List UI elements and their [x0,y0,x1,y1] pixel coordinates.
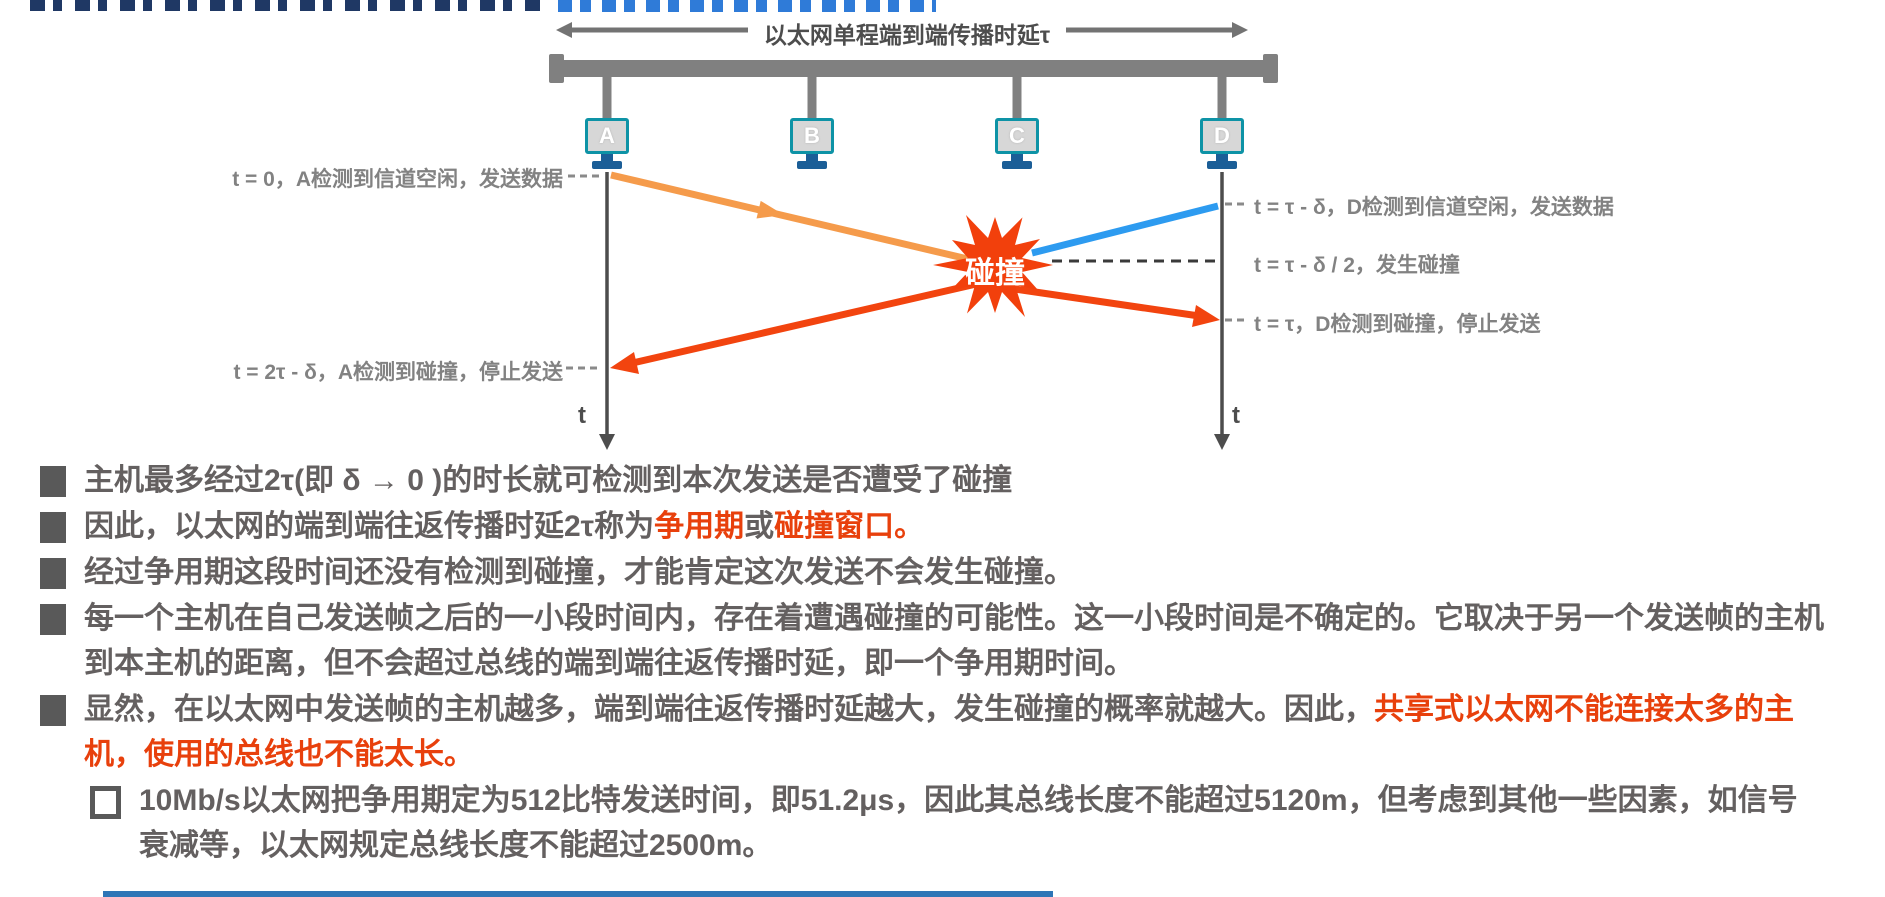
ethernet-collision-diagram [549,22,1278,450]
host-a-base [592,161,622,169]
collision-star-label: 碰撞 [965,257,1025,290]
note-text-highlight: 碰撞窗口 [774,510,895,543]
drop-line-d [1217,75,1227,123]
host-d-stand [1216,154,1228,162]
annotation-collision-occurs: t = τ - δ / 2，发生碰撞 [1254,254,1460,277]
list-item: 显然，在以太网中发送帧的主机越多，端到端往返传播时延越大，发生碰撞的概率就越大。… [40,687,1852,777]
list-item: 因此，以太网的端到端往返传播时延2τ称为争用期或碰撞窗口。 [40,504,1852,549]
note-text: 每一个主机在自己发送帧之后的一小段时间内，存在着遭遇碰撞的可能性。这一小段时间是… [84,602,1824,680]
note-text-highlight: 共享式以太网不能连接太多的主机，使用的总线也不能太长。 [84,693,1794,771]
annotation-a-stop: t = 2τ - δ，A检测到碰撞，停止发送 [233,361,563,384]
hollow-square-bullet-icon [90,786,121,819]
square-bullet-icon [40,466,66,497]
host-a-label: A [599,123,615,148]
square-bullet-icon [40,695,66,726]
collision-star [933,215,1053,317]
host-c: C [995,118,1039,154]
drop-line-a [602,75,612,123]
host-b-base [797,161,827,169]
host-d-base [1207,161,1237,169]
host-a: A [585,118,629,154]
cropped-title-fragments-left [30,0,545,11]
note-text: 10Mb/s以太网把争用期定为512比特发送时间，即51.2μs，因此其总线长度… [139,784,1798,862]
list-item-sub: 10Mb/s以太网把争用期定为512比特发送时间，即51.2μs，因此其总线长度… [90,778,1852,868]
note-text-highlight: 。 [894,510,925,543]
collision-signal-to-d-red [1007,284,1220,327]
annotation-a-start: t = 0，A检测到信道空闲，发送数据 [232,168,563,191]
note-text-highlight: 争用期 [654,510,745,543]
time-axis-label-a: t [578,402,586,429]
host-b-label: B [804,123,820,148]
square-bullet-icon [40,512,66,543]
host-c-stand [1011,154,1023,162]
list-item: 每一个主机在自己发送帧之后的一小段时间内，存在着遭遇碰撞的可能性。这一小段时间是… [40,596,1852,686]
collision-signal-to-a-red [610,278,986,374]
bus-bar [549,54,1278,123]
host-c-base [1002,161,1032,169]
drop-line-b [807,75,817,123]
timeline-d [1214,172,1230,450]
signal-a-orange [610,171,973,264]
host-a-stand [601,154,613,162]
host-b: B [790,118,834,154]
time-axis-label-d: t [1232,402,1240,429]
timeline-a [599,172,615,450]
note-text: 因此，以太网的端到端往返传播时延2τ称为 [84,510,655,543]
host-d: D [1200,118,1244,154]
annotation-d-stop: t = τ，D检测到碰撞，停止发送 [1254,313,1541,336]
propagation-span-arrow [556,22,1248,38]
list-item: 主机最多经过2τ(即 δ → 0 )的时长就可检测到本次发送是否遭受了碰撞 [40,458,1852,503]
square-bullet-icon [40,604,66,635]
note-text: 主机最多经过2τ(即 δ → 0 )的时长就可检测到本次发送是否遭受了碰撞 [84,464,1013,497]
square-bullet-icon [40,558,66,589]
bottom-accent-bar [103,891,1053,897]
list-item: 经过争用期这段时间还没有检测到碰撞，才能肯定这次发送不会发生碰撞。 [40,550,1852,595]
host-b-stand [806,154,818,162]
annotation-dashes [566,174,1246,370]
drop-line-c [1012,75,1022,123]
host-c-label: C [1009,123,1025,148]
annotation-d-start: t = τ - δ，D检测到信道空闲，发送数据 [1254,196,1614,219]
note-text: 显然，在以太网中发送帧的主机越多，端到端往返传播时延越大，发生碰撞的概率就越大。… [84,693,1374,726]
cropped-title-fragments-right [558,0,936,12]
host-d-label: D [1214,123,1230,148]
signal-d-blue [1031,202,1219,257]
note-text: 或 [744,510,775,543]
notes-list: 主机最多经过2τ(即 δ → 0 )的时长就可检测到本次发送是否遭受了碰撞 因此… [40,458,1852,869]
note-text: 经过争用期这段时间还没有检测到碰撞，才能肯定这次发送不会发生碰撞。 [84,556,1074,589]
propagation-delay-label: 以太网单程端到端传播时延τ [763,22,1051,48]
